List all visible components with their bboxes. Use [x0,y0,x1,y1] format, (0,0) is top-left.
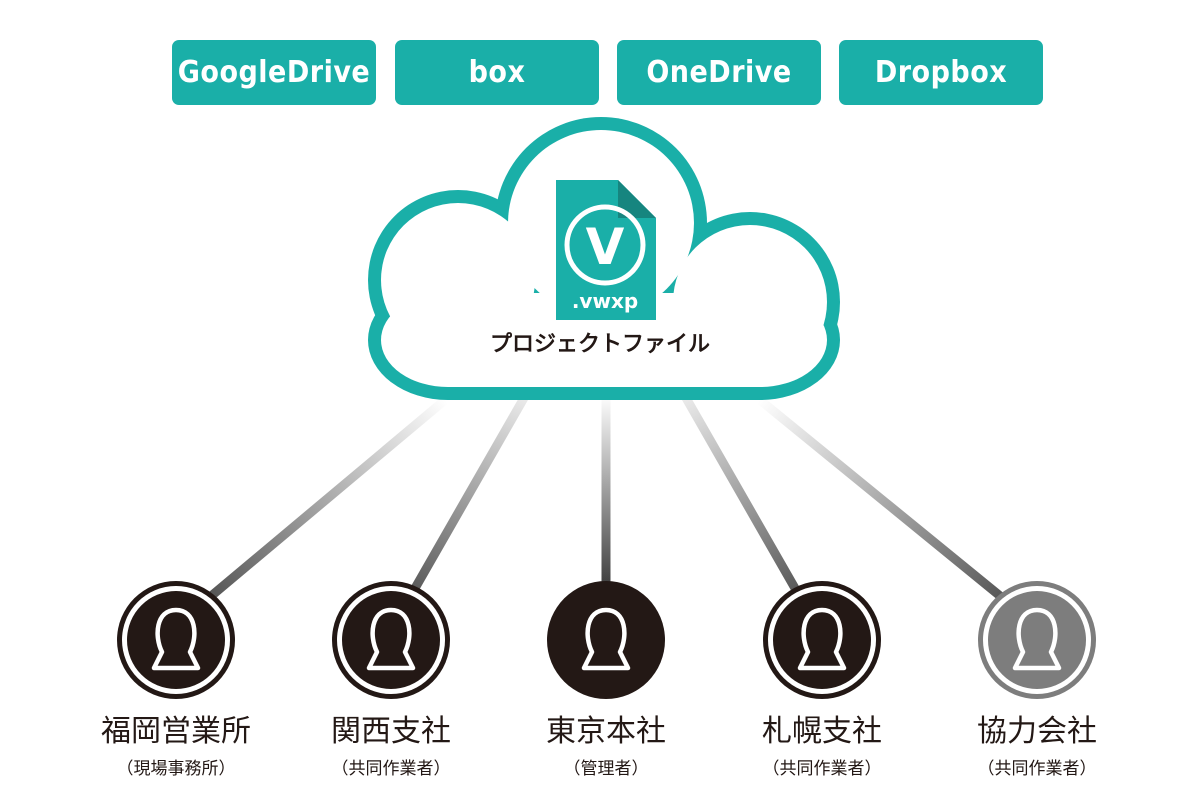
user-nodes [117,581,1096,699]
project-file-caption: プロジェクトファイル [489,332,710,357]
user-node-sapporo[interactable] [763,581,881,699]
user-node-kansai[interactable] [332,581,450,699]
vwxp-file-icon: V .vwxp [556,180,656,320]
service-onedrive[interactable]: OneDrive [617,40,821,105]
connector-sapporo [665,365,805,602]
file-extension-label: .vwxp [572,289,638,313]
node-role-tokyo: （管理者） [563,759,649,779]
node-name-fukuoka: 福岡営業所 [101,714,251,749]
service-googledrive[interactable]: GoogleDrive [172,40,376,105]
connector-lines [205,365,1010,605]
node-role-sapporo: （共同作業者） [762,759,882,779]
vectorworks-logo-letter: V [586,218,625,276]
node-name-sapporo: 札幌支社 [762,714,882,749]
node-role-partner: （共同作業者） [977,759,1097,779]
vectorworks-logo-ring [564,204,646,286]
node-role-fukuoka: （現場事務所） [116,759,236,779]
service-box[interactable]: box [395,40,599,105]
node-name-partner: 協力会社 [977,714,1097,749]
connector-kansai [405,365,545,602]
cloud-shape [368,117,840,400]
node-role-kansai: （共同作業者） [331,759,451,779]
user-icon [797,607,847,671]
node-name-kansai: 関西支社 [331,714,451,749]
user-node-tokyo[interactable] [547,581,665,699]
connector-partner [755,395,1010,605]
user-icon [1012,607,1062,671]
user-node-fukuoka[interactable] [117,581,235,699]
connector-fukuoka [205,395,450,602]
user-icon [581,607,631,671]
user-node-partner[interactable] [978,581,1096,699]
service-dropbox[interactable]: Dropbox [839,40,1043,105]
user-icon [366,607,416,671]
user-icon [151,607,201,671]
node-name-tokyo: 東京本社 [546,714,666,749]
